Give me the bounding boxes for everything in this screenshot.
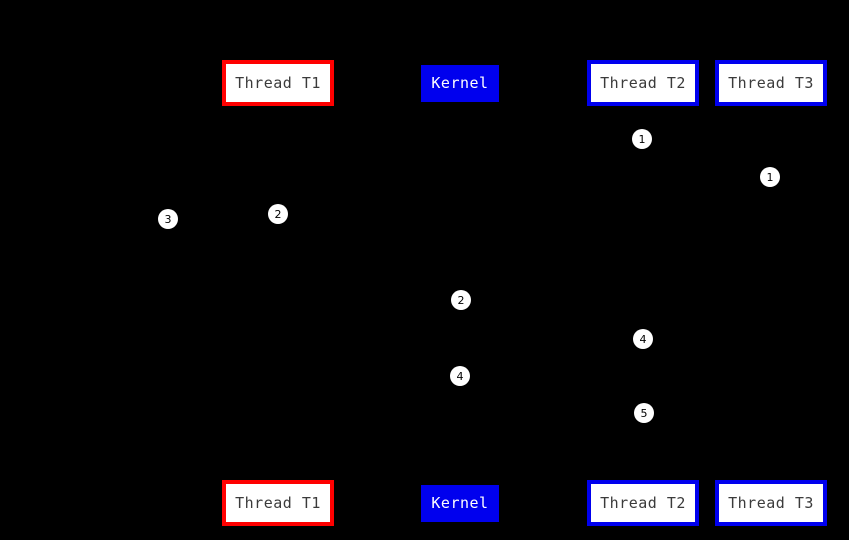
- step-marker: 4: [450, 366, 470, 386]
- participant-label: Thread T3: [728, 493, 814, 512]
- lifeline-thread-t1: [278, 106, 279, 480]
- step-marker: 2: [451, 290, 471, 310]
- step-marker: 1: [632, 129, 652, 149]
- participant-label: Kernel: [431, 74, 489, 92]
- participant-label: Thread T2: [600, 493, 686, 512]
- participant-footer-thread-t2[interactable]: Thread T2: [587, 480, 699, 526]
- participant-header-thread-t3[interactable]: Thread T3: [715, 60, 827, 106]
- participant-footer-kernel[interactable]: Kernel: [421, 485, 499, 522]
- step-marker: 3: [158, 209, 178, 229]
- participant-label: Thread T3: [728, 73, 814, 92]
- step-marker: 4: [633, 329, 653, 349]
- step-marker: 2: [268, 204, 288, 224]
- participant-label: Thread T1: [235, 493, 321, 512]
- participant-label: Thread T1: [235, 73, 321, 92]
- lifeline-thread-t3: [771, 106, 772, 480]
- participant-header-thread-t2[interactable]: Thread T2: [587, 60, 699, 106]
- participant-label: Thread T2: [600, 73, 686, 92]
- participant-footer-thread-t3[interactable]: Thread T3: [715, 480, 827, 526]
- participant-header-thread-t1[interactable]: Thread T1: [222, 60, 334, 106]
- participant-footer-thread-t1[interactable]: Thread T1: [222, 480, 334, 526]
- participant-header-kernel[interactable]: Kernel: [421, 65, 499, 102]
- participant-label: Kernel: [431, 494, 489, 512]
- step-marker: 1: [760, 167, 780, 187]
- step-marker: 5: [634, 403, 654, 423]
- lifeline-thread-t2: [643, 106, 644, 480]
